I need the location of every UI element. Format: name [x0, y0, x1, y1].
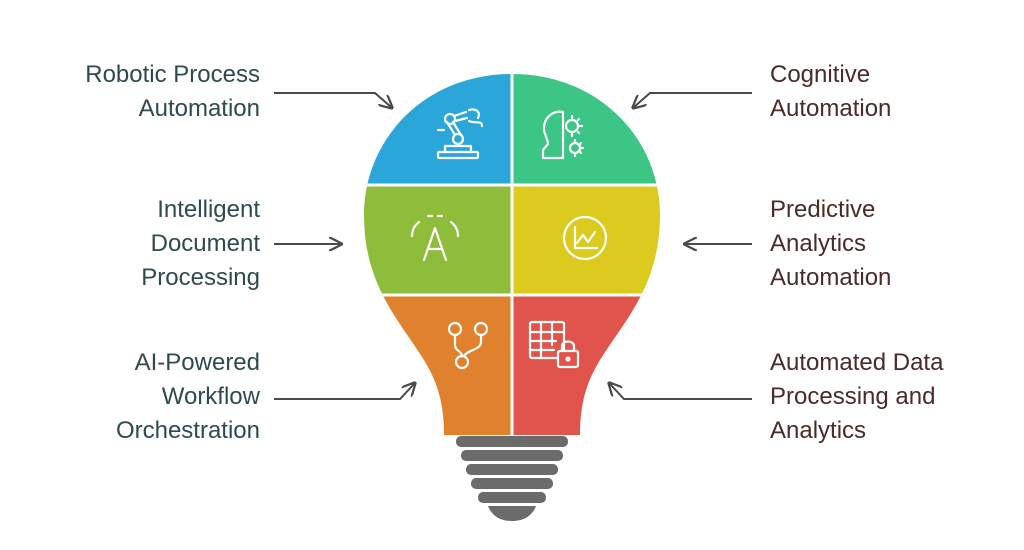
label-line: Cognitive: [770, 61, 871, 88]
arrow-cognitive-automation: [634, 92, 752, 107]
segment-robotic-process-automation: [364, 74, 512, 185]
label-cognitive-automation: Cognitive Automation: [770, 58, 1024, 126]
label-line: Orchestration: [115, 417, 260, 444]
label-line: Workflow: [161, 383, 260, 410]
label-line: Automation: [770, 95, 892, 122]
label-line: Document: [150, 230, 260, 257]
label-line: Processing and: [770, 383, 936, 410]
label-line: AI-Powered: [134, 349, 260, 376]
label-line: Processing: [141, 264, 260, 291]
label-line: Analytics: [770, 417, 867, 444]
segment-cognitive-automation: [512, 74, 660, 185]
bulb-base: [456, 436, 568, 521]
label-predictive-analytics-automation: Predictive Analytics Automation: [770, 193, 1024, 295]
robot-arm-icon: [436, 108, 484, 160]
segment-ai-powered-workflow-orchestration: [364, 295, 512, 435]
brain-gear-head-icon: [541, 110, 585, 160]
label-line: Robotic Process: [85, 61, 260, 88]
label-line: Automation: [138, 95, 260, 122]
label-line: Automated Data: [770, 349, 944, 376]
arrow-robotic-process-automation: [274, 92, 391, 107]
label-line: Automation: [770, 264, 892, 291]
arrow-automated-data-processing: [610, 384, 752, 400]
text-recognition-icon: [410, 214, 460, 262]
trend-chart-icon: [562, 215, 608, 261]
label-robotic-process-automation: Robotic Process Automation: [0, 58, 260, 126]
segment-automated-data-processing: [512, 295, 660, 435]
segment-intelligent-document-processing: [364, 185, 512, 295]
branch-flow-icon: [447, 321, 489, 370]
label-line: Analytics: [770, 230, 867, 257]
label-line: Intelligent: [157, 196, 260, 223]
label-automated-data-processing: Automated Data Processing and Analytics: [770, 346, 1024, 448]
label-intelligent-document-processing: Intelligent Document Processing: [0, 193, 260, 295]
bulb-glass: [364, 74, 660, 435]
locked-table-icon: [528, 320, 580, 369]
segment-predictive-analytics-automation: [512, 185, 660, 295]
arrow-ai-powered-workflow-orchestration: [274, 384, 414, 400]
label-line: Predictive: [770, 196, 876, 223]
label-ai-powered-workflow-orchestration: AI-Powered Workflow Orchestration: [0, 346, 260, 448]
